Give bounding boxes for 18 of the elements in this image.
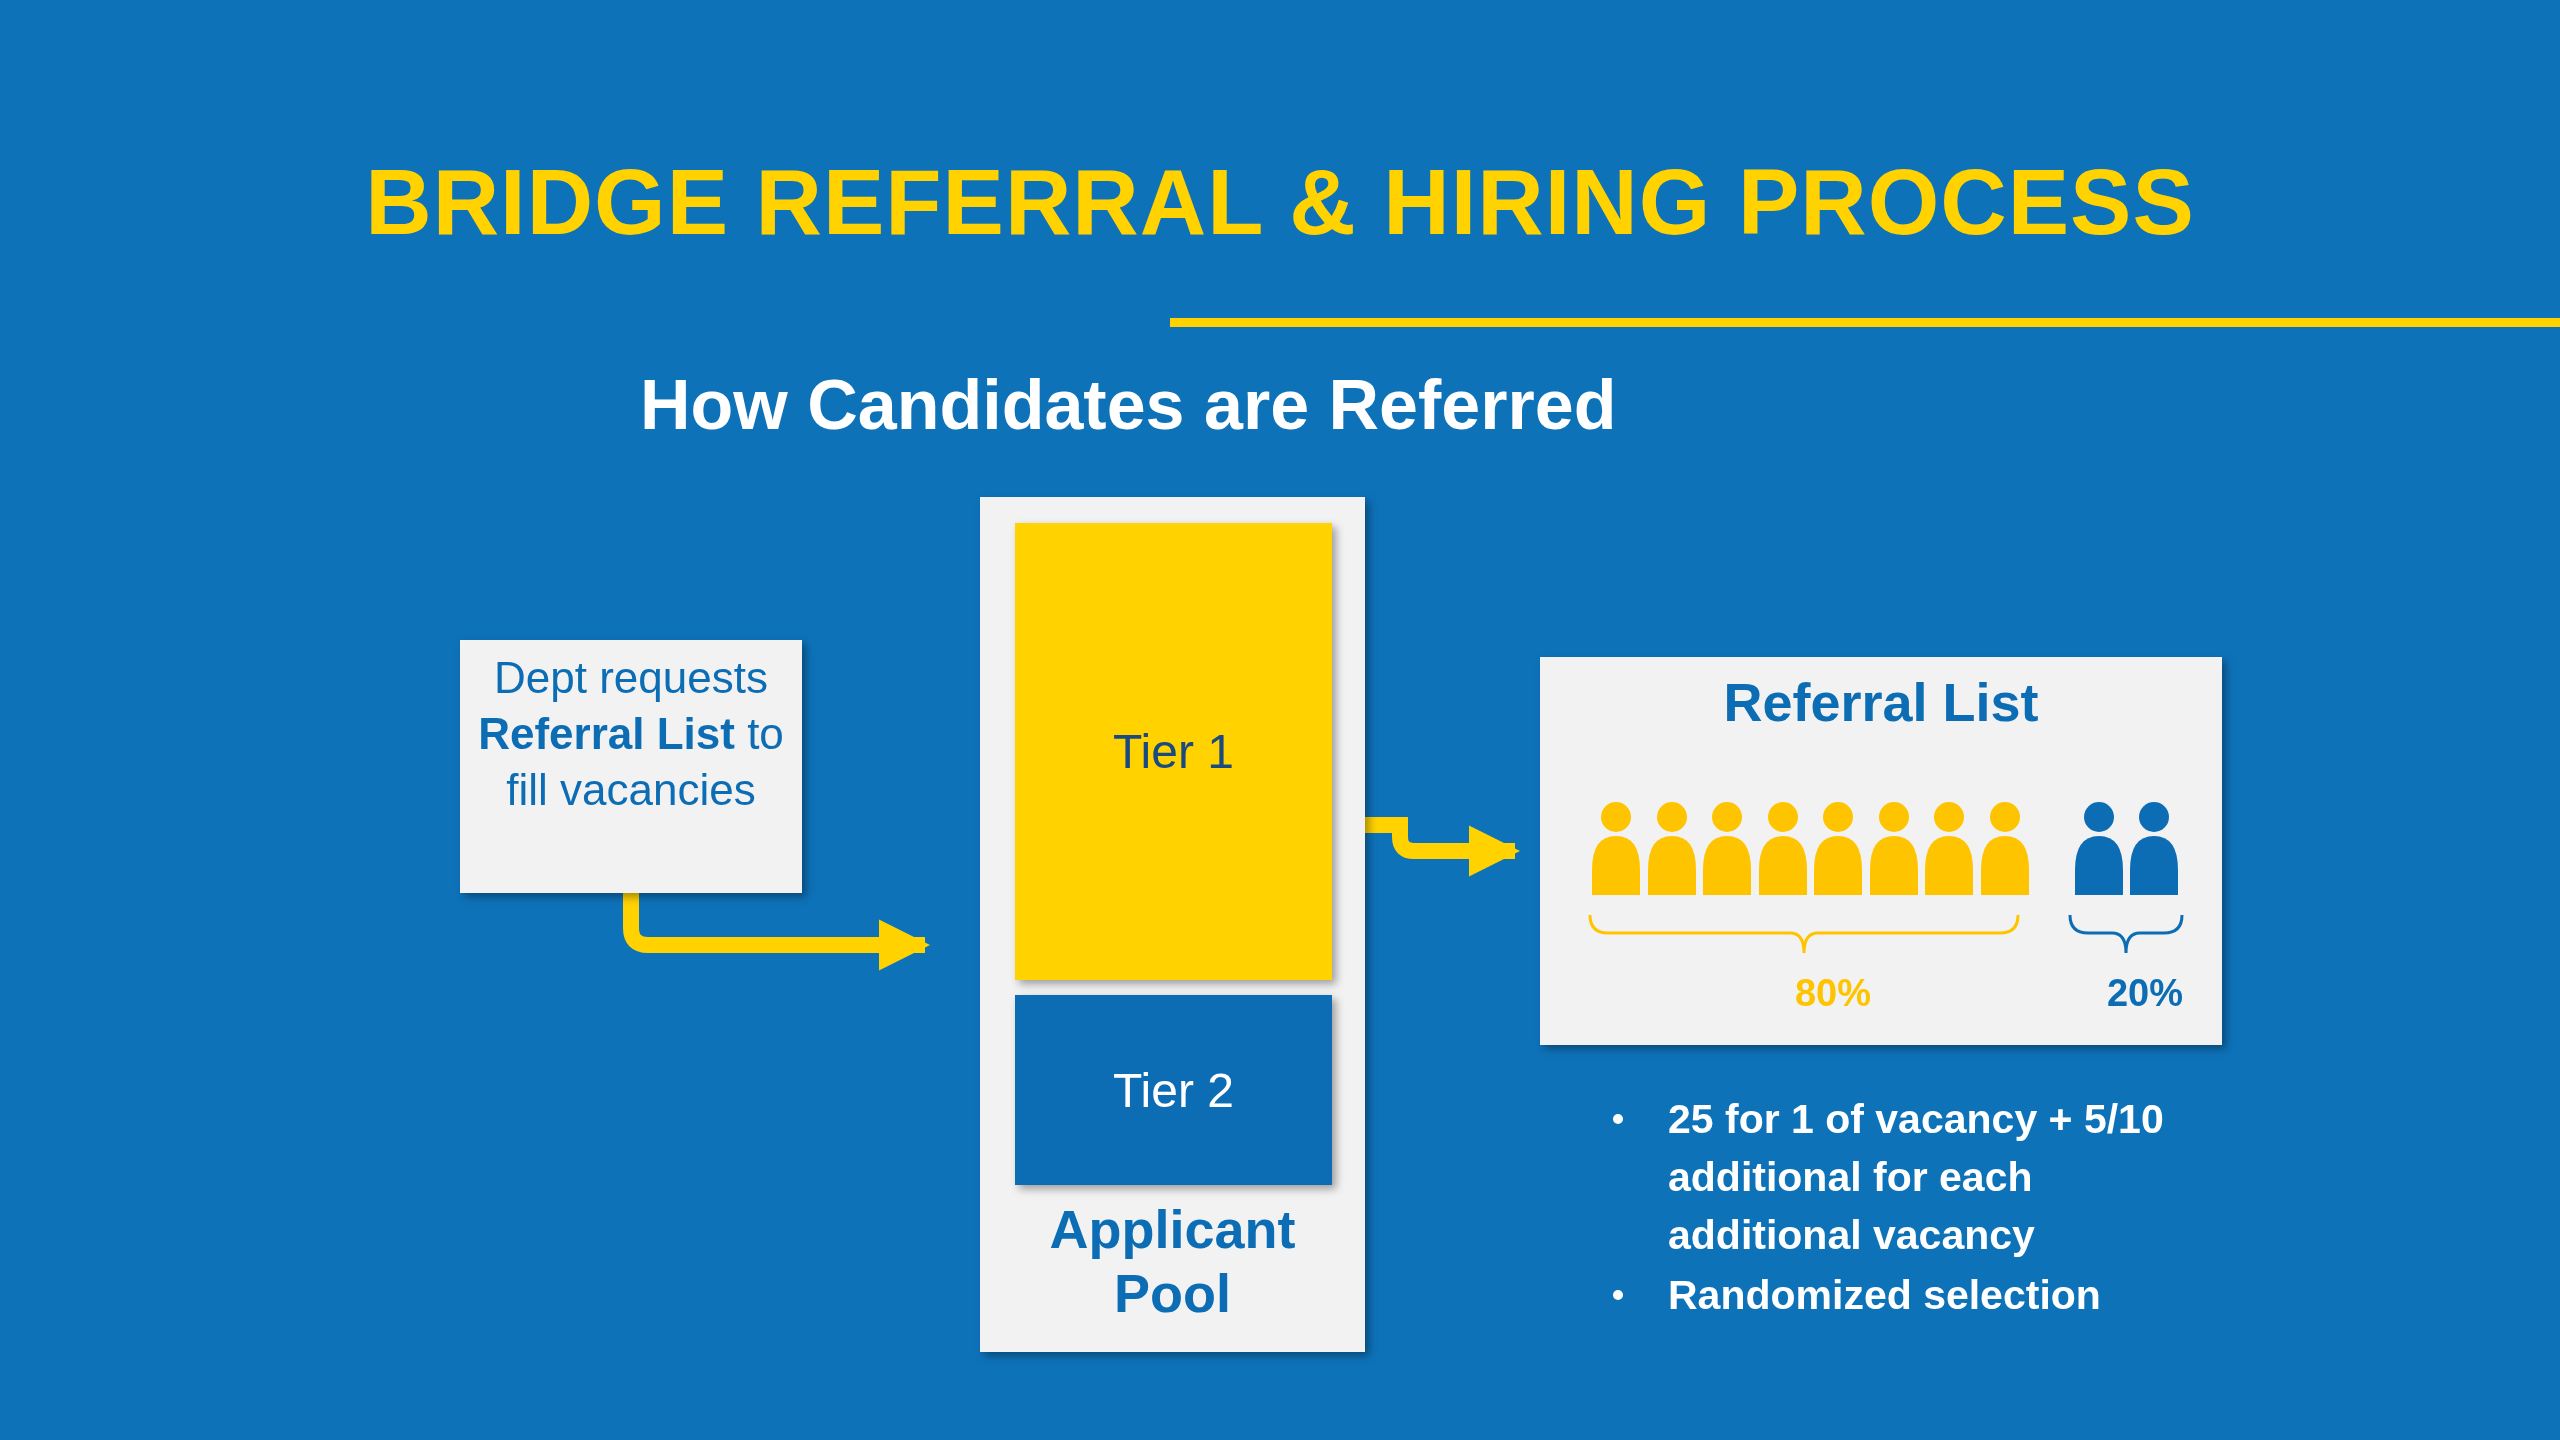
percent-label: 80% [1793,972,1873,1015]
percent-label: 20% [2105,972,2185,1015]
request-text: Dept requests Referral List to fill vacancies [477,652,785,816]
tier-box [1015,523,1332,980]
bullet-item: 25 for 1 of vacancy + 5/10 additional for each additional vacancy [1668,1095,2165,1260]
tier-box [1015,995,1332,1185]
pool-container [980,497,1365,1352]
pool-title: Applicant Pool [1048,1198,1297,1325]
request-box [460,640,802,893]
tier-label: Tier 1 [1113,724,1234,779]
tier-label: Tier 2 [1113,1062,1234,1118]
referral-list-box [1540,657,2222,1045]
bullet-item: Randomized selection [1668,1271,2102,1320]
title: BRIDGE REFERRAL & HIRING PROCESS [364,150,2196,255]
arrow [623,893,931,971]
arrow [1365,817,1521,877]
list-title: Referral List [1722,671,2040,733]
subtitle: How Candidates are Referred [640,365,1618,445]
